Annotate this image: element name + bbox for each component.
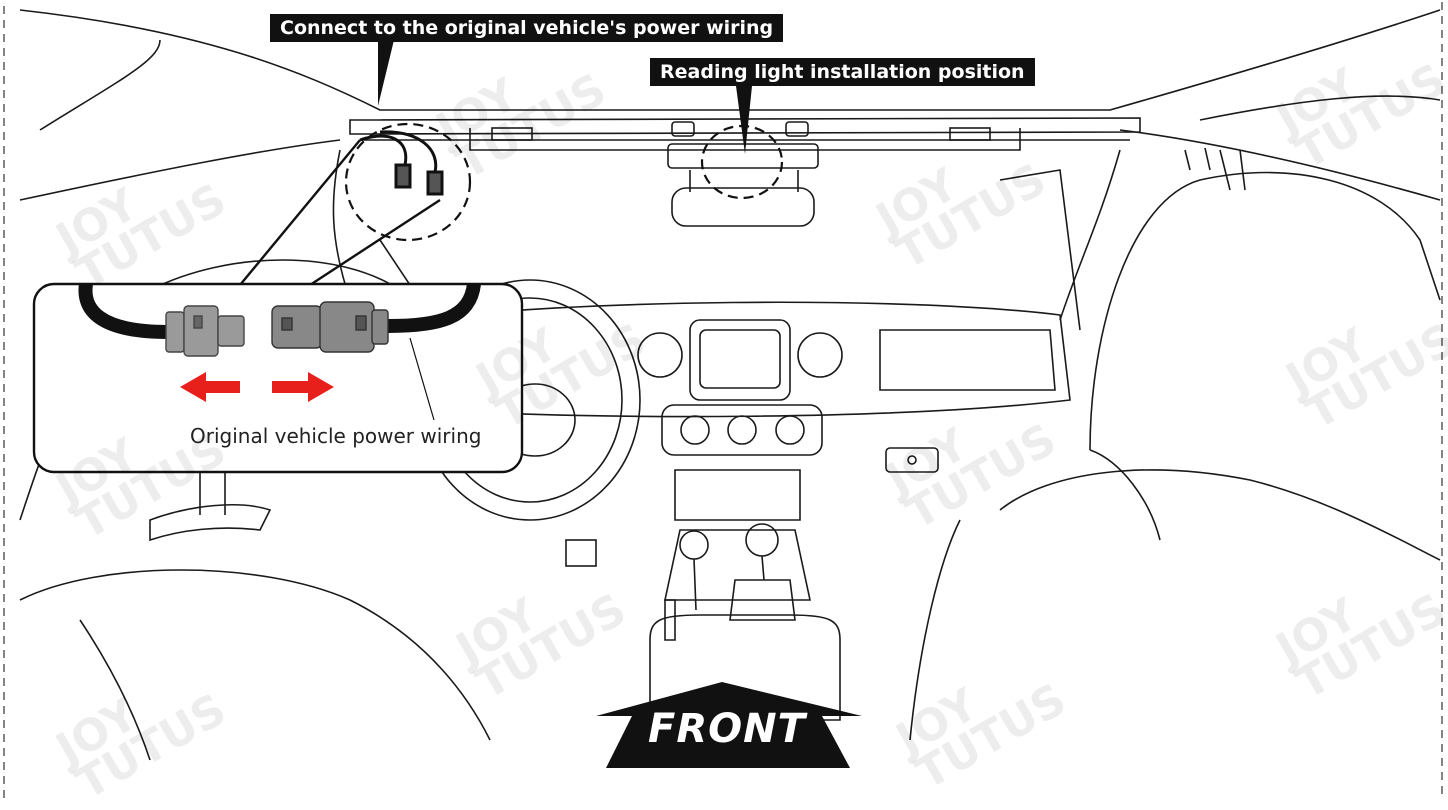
left-vent bbox=[638, 333, 682, 377]
right-vent bbox=[798, 333, 842, 377]
rearview-mirror bbox=[672, 188, 814, 226]
pedal bbox=[566, 540, 596, 566]
inset-connector-female bbox=[272, 302, 388, 352]
reading-light-callout-label: Reading light installation position bbox=[650, 58, 1035, 86]
front-direction-label: FRONT bbox=[648, 706, 806, 752]
passenger-seat bbox=[910, 150, 1440, 740]
gear-shifters bbox=[665, 524, 795, 640]
inset-caption: Original vehicle power wiring bbox=[190, 424, 481, 448]
climate-panel bbox=[662, 405, 822, 455]
wire-connectors bbox=[360, 132, 442, 194]
power-wiring-callout-label: Connect to the original vehicle's power … bbox=[270, 14, 783, 42]
